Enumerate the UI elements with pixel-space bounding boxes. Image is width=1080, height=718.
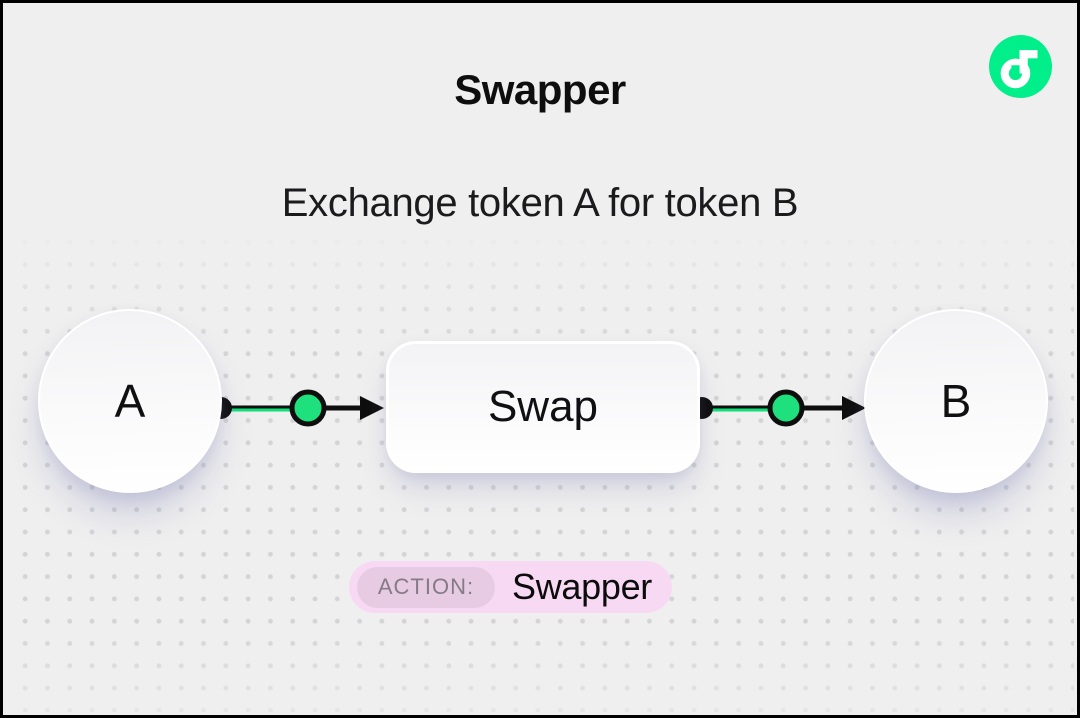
node-swap: Swap: [386, 341, 700, 473]
action-badge: ACTION: Swapper: [349, 561, 672, 613]
node-token-b-label: B: [940, 375, 972, 427]
flow-logo-icon: [989, 35, 1052, 98]
node-swap-label: Swap: [487, 382, 599, 431]
page-title: Swapper: [454, 66, 626, 113]
action-badge-value: Swapper: [512, 566, 652, 607]
action-label-pill: ACTION:: [357, 566, 495, 608]
canvas: Swapper Exchange token A for token B: [3, 3, 1077, 715]
node-token-a: A: [38, 309, 222, 493]
page-subtitle: Exchange token A for token B: [281, 181, 799, 225]
node-token-b: B: [864, 309, 1048, 493]
action-badge-label: ACTION:: [377, 574, 475, 599]
node-token-a-label: A: [114, 375, 146, 427]
